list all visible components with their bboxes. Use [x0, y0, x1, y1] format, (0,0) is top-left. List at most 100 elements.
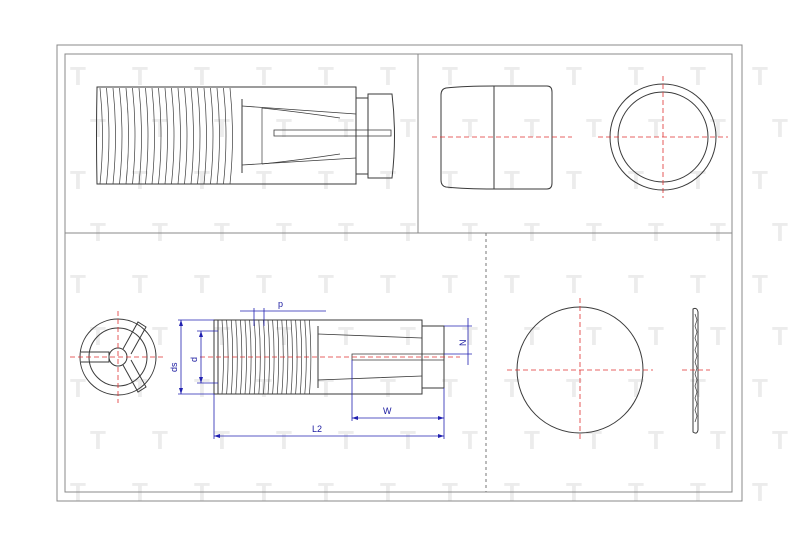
thread-ridge [223, 87, 227, 185]
thread-ridge [132, 87, 136, 185]
thread-ridge [158, 87, 162, 185]
watermark-glyph: T [442, 165, 458, 195]
thread-ridge [145, 87, 149, 185]
watermark-glyph: T [524, 321, 540, 351]
watermark-glyph: T [338, 425, 354, 455]
thread-ridge [210, 87, 214, 185]
thread-ridge [276, 319, 280, 395]
minor-diameter-label: d [189, 357, 199, 362]
watermark-glyph: T [752, 165, 768, 195]
watermark-glyph: T [690, 165, 706, 195]
thread-ridge [286, 319, 289, 395]
major-diameter-label: ds [169, 362, 179, 372]
watermark-glyph: T [524, 113, 540, 143]
watermark-glyph: T [772, 425, 788, 455]
thread-ridge [190, 87, 194, 185]
watermark-glyph: T [710, 113, 726, 143]
watermark-glyph: T [194, 373, 210, 403]
watermark-glyph: T [462, 113, 478, 143]
watermark-glyph: T [132, 165, 148, 195]
end-view-centerlines [70, 311, 166, 403]
thread-ridge [244, 319, 247, 395]
watermark-glyph: T [566, 373, 582, 403]
plug-disc-edge-view [692, 307, 699, 434]
watermark-glyph: T [194, 61, 210, 91]
pitch-label: p [278, 299, 283, 309]
dimension-lines [178, 308, 472, 439]
watermark-glyph: T [318, 373, 334, 403]
thread-ridge [125, 87, 129, 185]
watermark-glyph: T [90, 425, 106, 455]
watermark-glyph: T [586, 217, 602, 247]
thread-ridge [184, 87, 188, 185]
watermark-glyph: T [152, 217, 168, 247]
watermark-glyph: T [276, 217, 292, 247]
watermark-glyph: T [462, 217, 478, 247]
watermark-glyph: T [338, 113, 354, 143]
length-label: L2 [312, 424, 322, 434]
thread-ridge [216, 87, 220, 185]
watermark-glyph: T [380, 373, 396, 403]
watermark-glyph: T [752, 61, 768, 91]
thread-ridge [177, 87, 181, 185]
watermark-glyph: T [752, 373, 768, 403]
watermark-glyph: T [318, 61, 334, 91]
thread-ridge [253, 319, 257, 395]
watermark-glyph: T [772, 321, 788, 351]
watermark-glyph: T [566, 61, 582, 91]
anchor-side-view-top [96, 86, 395, 185]
drawing-frame [56, 44, 743, 502]
thread-ridge [112, 87, 116, 185]
thread-ridge [197, 87, 201, 185]
watermark-glyph: T [648, 217, 664, 247]
watermark-glyph: T [194, 165, 210, 195]
watermark-glyph: T [628, 61, 644, 91]
watermark-glyph: T [628, 373, 644, 403]
watermark-glyph: T [648, 113, 664, 143]
watermark-glyph: T [586, 113, 602, 143]
watermark-glyph: T [524, 425, 540, 455]
thread-ridge [164, 87, 168, 185]
watermark-glyph: T [710, 217, 726, 247]
thread-ridge [267, 319, 270, 395]
watermark-glyph: T [400, 113, 416, 143]
watermark-glyph: T [648, 425, 664, 455]
watermark-glyph: T [318, 165, 334, 195]
watermark-glyph: T [214, 425, 230, 455]
watermark-glyph: T [586, 321, 602, 351]
watermark-glyph: T [710, 425, 726, 455]
watermark-glyph: T [380, 269, 396, 299]
watermark-glyph: T [710, 321, 726, 351]
watermark-glyph: T [400, 425, 416, 455]
thread-ridge [203, 87, 207, 185]
watermark-glyph: T [524, 217, 540, 247]
watermark-glyph: T [256, 61, 272, 91]
thread-ridge [106, 87, 110, 185]
watermark-glyph: T [90, 113, 106, 143]
watermark-glyph: T [70, 269, 86, 299]
watermark-glyph: T [152, 425, 168, 455]
cone-side-view [440, 85, 553, 190]
watermark-glyph: T [194, 269, 210, 299]
disc-centerlines [507, 298, 653, 442]
watermark-glyph: T [132, 269, 148, 299]
watermark-glyph: T [752, 477, 768, 507]
watermark-glyph: T [690, 269, 706, 299]
watermark-glyph: T [772, 217, 788, 247]
watermark-glyph: T [690, 61, 706, 91]
watermark-glyph: T [504, 269, 520, 299]
watermark-glyph: T [504, 165, 520, 195]
thread-ridge [299, 319, 303, 395]
ring-centerlines [598, 76, 728, 198]
watermark-glyph: T [256, 269, 272, 299]
watermark-glyph: T [442, 61, 458, 91]
thread-ridge [119, 87, 123, 185]
watermark-glyph: T [276, 425, 292, 455]
watermark-glyph: T [338, 321, 354, 351]
watermark-glyph: T [214, 217, 230, 247]
watermark-glyph: T [442, 373, 458, 403]
thread-ridge [229, 87, 233, 185]
watermark-glyph: T [90, 217, 106, 247]
